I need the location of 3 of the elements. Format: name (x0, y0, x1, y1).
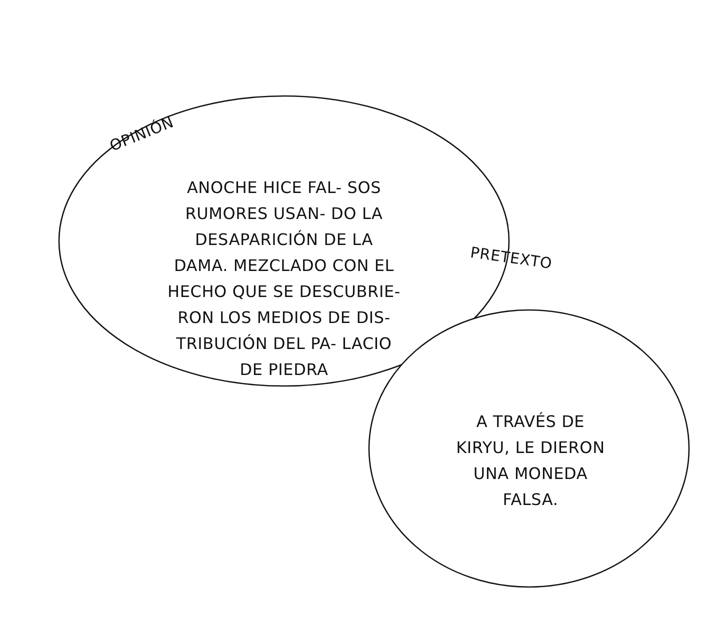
bubble-text: A TRAVÉS DE KIRYU, LE DIERON UNA MONEDA FALSA. (455, 411, 606, 511)
bubble-text: ANOCHE HICE FAL- SOS RUMORES USAN- DO LA DESAPARICIÓN DE LA DAMA. MEZCLADO CON EL HECHO QUE SE DESCUBRIE- RON LOS MEDIOS DE DIS- TRIBUCIÓN DEL PA- LACIO DE PIEDRA (166, 177, 402, 381)
heading-label: PRETEXTO (469, 243, 554, 273)
